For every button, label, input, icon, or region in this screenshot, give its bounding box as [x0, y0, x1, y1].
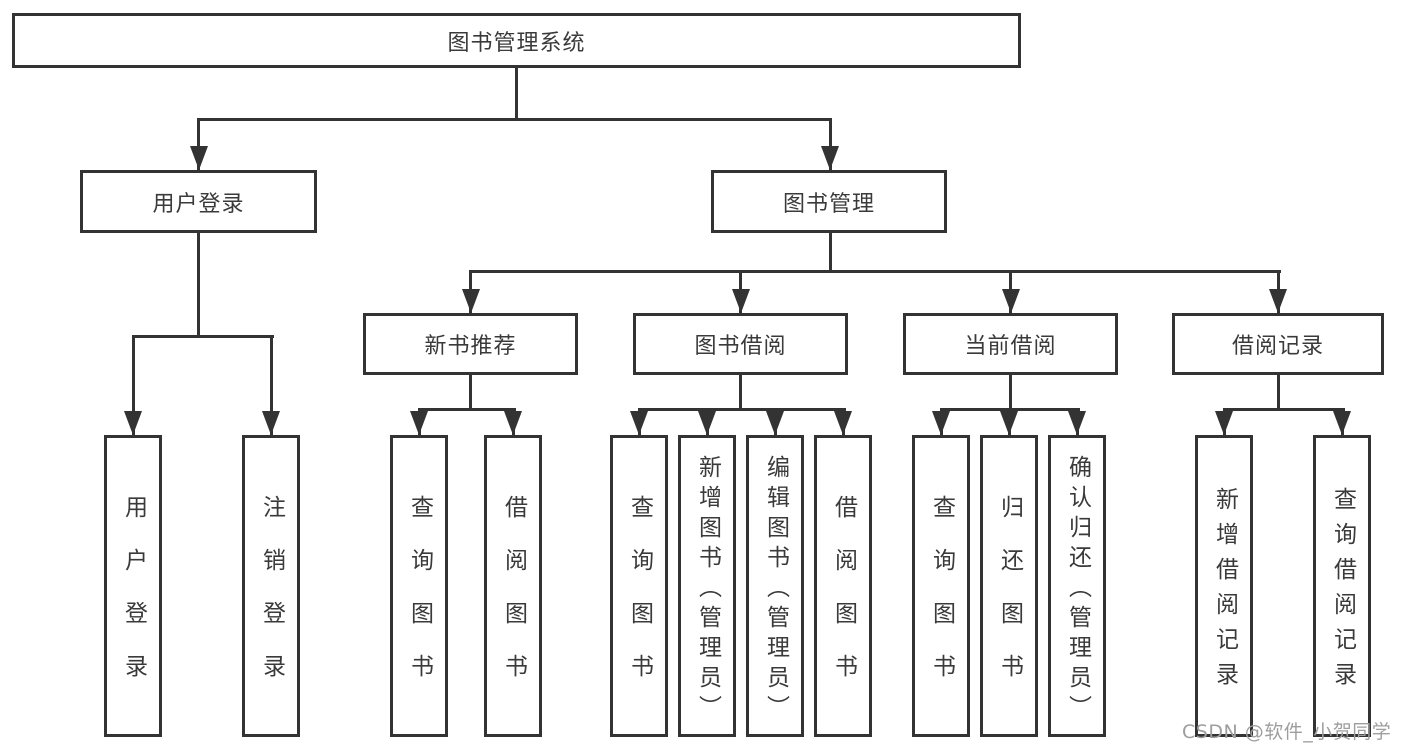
- leaf-user-login: 用户登录: [104, 435, 162, 737]
- csdn-watermark: CSDN @软件_小贺同学: [1182, 721, 1392, 743]
- arrow-down-icon: [124, 411, 142, 435]
- arrow-down-icon: [732, 289, 750, 313]
- leaf-recommend-query-books: 查询图书: [390, 435, 448, 737]
- leaf-records-query-record: 查询借阅记录: [1313, 435, 1371, 737]
- node-book-management: 图书管理: [711, 170, 947, 233]
- leaf-borrow-borrow-books: 借阅图书: [814, 435, 872, 737]
- connector-line: [1223, 408, 1345, 411]
- leaf-logout: 注销登录: [242, 435, 300, 737]
- arrow-down-icon: [262, 411, 280, 435]
- leaf-recommend-borrow-books-label: 借阅图书: [500, 495, 527, 707]
- arrow-down-icon: [834, 411, 852, 435]
- node-book-borrow: 图书借阅: [633, 313, 848, 375]
- arrow-down-icon: [630, 411, 648, 435]
- connector-line: [197, 118, 200, 172]
- connector-line: [739, 373, 742, 408]
- leaf-records-add-record: 新增借阅记录: [1195, 435, 1253, 737]
- leaf-borrow-borrow-books-label: 借阅图书: [830, 495, 857, 707]
- connector-line: [469, 270, 1281, 273]
- connector-line: [132, 335, 135, 435]
- leaf-current-confirm-return-admin-label: 确认归还（管理员）: [1064, 454, 1091, 725]
- connector-line: [197, 118, 832, 121]
- node-user-login-label: 用户登录: [152, 191, 245, 217]
- leaf-current-query-books: 查询图书: [912, 435, 970, 737]
- node-root: 图书管理系统: [12, 13, 1021, 68]
- connector-line: [469, 373, 472, 408]
- node-current-borrow: 当前借阅: [903, 313, 1118, 375]
- leaf-user-login-label: 用户登录: [120, 495, 147, 707]
- node-root-label: 图书管理系统: [447, 30, 586, 56]
- node-new-book-recommend: 新书推荐: [363, 313, 578, 375]
- arrow-down-icon: [462, 289, 480, 313]
- connector-line: [829, 118, 832, 172]
- node-book-management-label: 图书管理: [782, 191, 875, 217]
- leaf-records-add-record-label: 新增借阅记录: [1211, 487, 1238, 697]
- leaf-current-return-books-label: 归还图书: [996, 495, 1023, 707]
- connector-line: [829, 232, 832, 272]
- arrow-down-icon: [1333, 411, 1351, 435]
- connector-line: [418, 408, 516, 411]
- node-borrow-records: 借阅记录: [1172, 313, 1384, 375]
- leaf-current-confirm-return-admin: 确认归还（管理员）: [1048, 435, 1106, 737]
- arrow-down-icon: [190, 146, 208, 170]
- connector-line: [270, 335, 273, 435]
- node-user-login: 用户登录: [80, 170, 317, 233]
- leaf-borrow-query-books: 查询图书: [610, 435, 668, 737]
- leaf-borrow-edit-books-admin: 编辑图书（管理员）: [746, 435, 804, 737]
- leaf-borrow-edit-books-admin-label: 编辑图书（管理员）: [762, 454, 789, 725]
- arrow-down-icon: [766, 411, 784, 435]
- leaf-borrow-add-books-admin-label: 新增图书（管理员）: [694, 454, 721, 725]
- connector-line: [1009, 373, 1012, 408]
- leaf-logout-label: 注销登录: [258, 495, 285, 707]
- arrow-down-icon: [1068, 411, 1086, 435]
- arrow-down-icon: [821, 146, 839, 170]
- leaf-current-query-books-label: 查询图书: [928, 495, 955, 707]
- connector-line: [515, 68, 518, 118]
- node-new-book-recommend-label: 新书推荐: [424, 334, 517, 359]
- node-book-borrow-label: 图书借阅: [694, 334, 787, 359]
- connector-line: [132, 335, 274, 338]
- arrow-down-icon: [1269, 289, 1287, 313]
- leaf-recommend-borrow-books: 借阅图书: [484, 435, 542, 737]
- arrow-down-icon: [410, 411, 428, 435]
- node-borrow-records-label: 借阅记录: [1231, 334, 1324, 359]
- leaf-recommend-query-books-label: 查询图书: [406, 495, 433, 707]
- arrow-down-icon: [504, 411, 522, 435]
- node-current-borrow-label: 当前借阅: [964, 334, 1057, 359]
- leaf-records-query-record-label: 查询借阅记录: [1329, 487, 1356, 697]
- arrow-down-icon: [1215, 411, 1233, 435]
- arrow-down-icon: [1000, 411, 1018, 435]
- leaf-current-return-books: 归还图书: [980, 435, 1038, 737]
- connector-line: [197, 232, 200, 338]
- arrow-down-icon: [932, 411, 950, 435]
- leaf-borrow-add-books-admin: 新增图书（管理员）: [678, 435, 736, 737]
- arrow-down-icon: [698, 411, 716, 435]
- leaf-borrow-query-books-label: 查询图书: [626, 495, 653, 707]
- connector-line: [1277, 373, 1280, 408]
- connector-line: [638, 408, 846, 411]
- arrow-down-icon: [1002, 289, 1020, 313]
